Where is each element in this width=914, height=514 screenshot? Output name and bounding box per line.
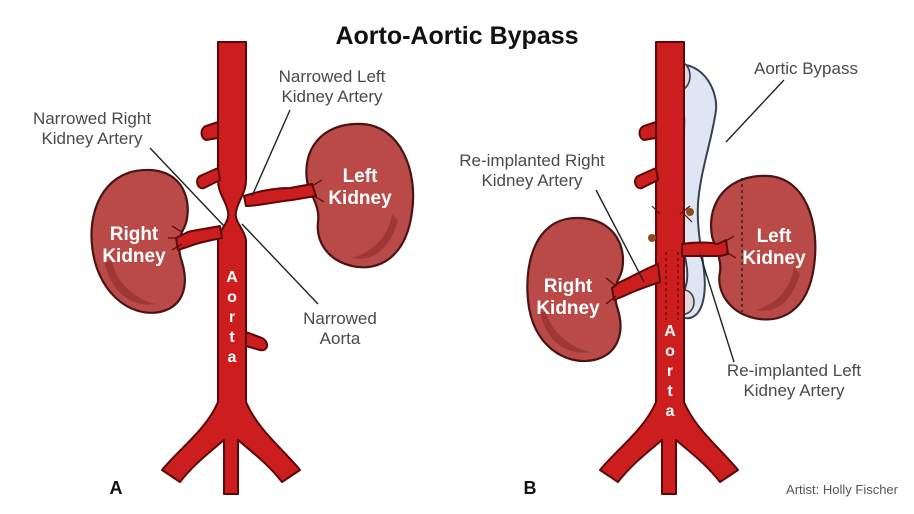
aorta-letter-a5: a: [228, 349, 237, 366]
aorta-letter-b1: A: [664, 323, 676, 340]
left-kidney-label-b-l2: Kidney: [742, 248, 806, 269]
left-kidney-label-a-l1: Left: [343, 166, 379, 187]
aorta-letter-a4: t: [229, 329, 235, 346]
narrowed-right-artery-callout-l1: Narrowed Right: [33, 109, 151, 128]
panel-b: A o r t a Right Kidney Left Kidney Aorti…: [459, 41, 861, 498]
reimplanted-left-callout-l1: Re-implanted Left: [727, 361, 861, 380]
right-kidney-label-b-l2: Kidney: [536, 298, 600, 319]
reimplanted-right-leader: [595, 189, 645, 283]
left-kidney-label-a-l2: Kidney: [328, 188, 392, 209]
artist-credit: Artist: Holly Fischer: [786, 482, 899, 497]
reimplanted-right-kidney-artery: [611, 263, 661, 301]
narrowed-left-kidney-artery-a: [243, 183, 317, 207]
reimplanted-right-callout-l1: Re-implanted Right: [459, 151, 605, 170]
reimplanted-right-callout-l2: Kidney Artery: [481, 171, 583, 190]
aorta-letter-b2: o: [665, 343, 675, 360]
middle-branch-a: [196, 167, 221, 190]
right-kidney-a: [90, 168, 189, 314]
narrowed-aorta-leader: [241, 223, 319, 305]
upper-branch-a: [200, 121, 219, 141]
left-kidney-a: [305, 122, 415, 269]
aorta-letter-b5: a: [666, 403, 675, 420]
narrowed-aorta-callout-l2: Aorta: [320, 329, 361, 348]
left-kidney-label-b-l1: Left: [757, 226, 793, 247]
reimplanted-left-callout-l2: Kidney Artery: [743, 381, 845, 400]
right-kidney-label-b-l1: Right: [544, 276, 593, 297]
diagram-title: Aorto-Aortic Bypass: [335, 22, 578, 50]
aorta-b: [599, 41, 739, 495]
narrowed-right-artery-leader: [149, 147, 225, 227]
reimplanted-left-leader: [699, 253, 735, 363]
narrowed-left-artery-callout-l1: Narrowed Left: [279, 67, 386, 86]
reimplanted-left-kidney-artery: [681, 239, 729, 257]
aorta-letter-a2: o: [227, 289, 237, 306]
aorta-a: [161, 41, 301, 495]
right-kidney-label-a-l2: Kidney: [102, 246, 166, 267]
narrowed-aorta-callout-l1: Narrowed: [303, 309, 377, 328]
panel-a: A o r t a Right Kidney Left Kidney Narro…: [33, 41, 415, 498]
panel-b-label: B: [524, 478, 537, 498]
panel-a-label: A: [110, 478, 123, 498]
aorta-letter-b4: t: [667, 383, 673, 400]
middle-branch-b: [634, 167, 659, 190]
aortic-bypass-callout: Aortic Bypass: [754, 59, 858, 78]
upper-branch-b: [638, 121, 657, 141]
narrowed-left-artery-callout-l2: Kidney Artery: [281, 87, 383, 106]
aortic-bypass-leader: [725, 79, 785, 143]
left-kidney-b: [709, 174, 817, 321]
narrowed-left-artery-leader: [251, 109, 291, 197]
narrowed-right-kidney-artery-a: [175, 225, 223, 251]
aorta-letter-a1: A: [226, 269, 238, 286]
right-kidney-b: [526, 216, 625, 363]
right-kidney-label-a-l1: Right: [110, 224, 159, 245]
narrowed-right-artery-callout-l2: Kidney Artery: [41, 129, 143, 148]
aorta-letter-b3: r: [667, 363, 673, 380]
aorta-letter-a3: r: [229, 309, 235, 326]
lower-branch-a: [245, 331, 268, 352]
